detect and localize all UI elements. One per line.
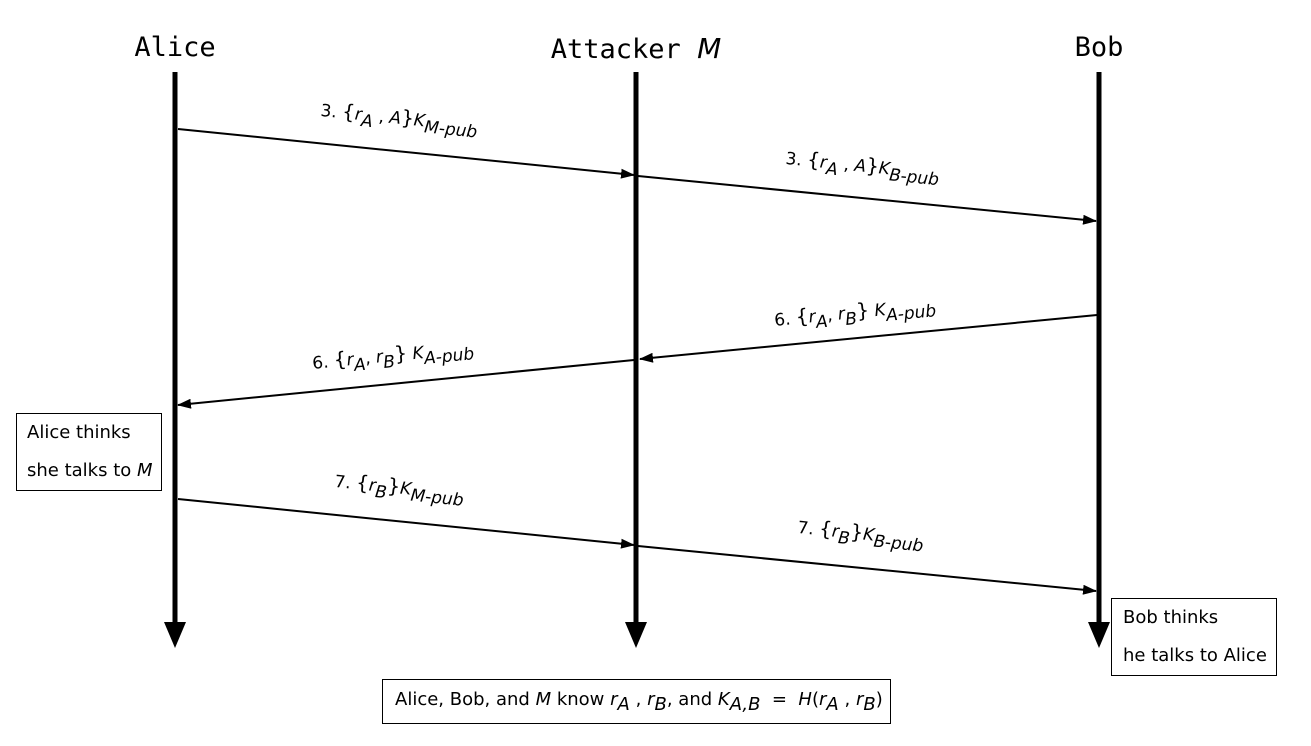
message-arrow-6a: [639, 314, 1098, 363]
bob-note-line2: he talks to Alice: [1123, 645, 1267, 666]
alice-note-line1: Alice thinks: [27, 422, 131, 443]
alice-note: Alice thinks she talks to M: [16, 413, 162, 491]
bob-note: Bob thinks he talks to Alice: [1111, 598, 1277, 676]
bob-header: Bob: [1074, 32, 1124, 63]
message-arrow-7b: [637, 545, 1097, 595]
bob-note-line1: Bob thinks: [1123, 607, 1219, 628]
message-arrow-3a: [177, 128, 635, 179]
message-arrow-7a: [177, 498, 635, 549]
alice-note-line2: she talks to M: [27, 460, 153, 481]
bob-lifeline-arrowhead: [1088, 622, 1110, 648]
message-arrow-3b: [637, 175, 1097, 225]
message-arrow-6b: [177, 359, 635, 409]
attacker-header: Attacker M: [550, 32, 722, 65]
conclusion-box: Alice, Bob, and M know rA , rB, and KA,B…: [382, 679, 891, 724]
attacker-lifeline-arrowhead: [625, 622, 647, 648]
alice-header: Alice: [134, 32, 216, 63]
alice-lifeline-arrowhead: [164, 622, 186, 648]
